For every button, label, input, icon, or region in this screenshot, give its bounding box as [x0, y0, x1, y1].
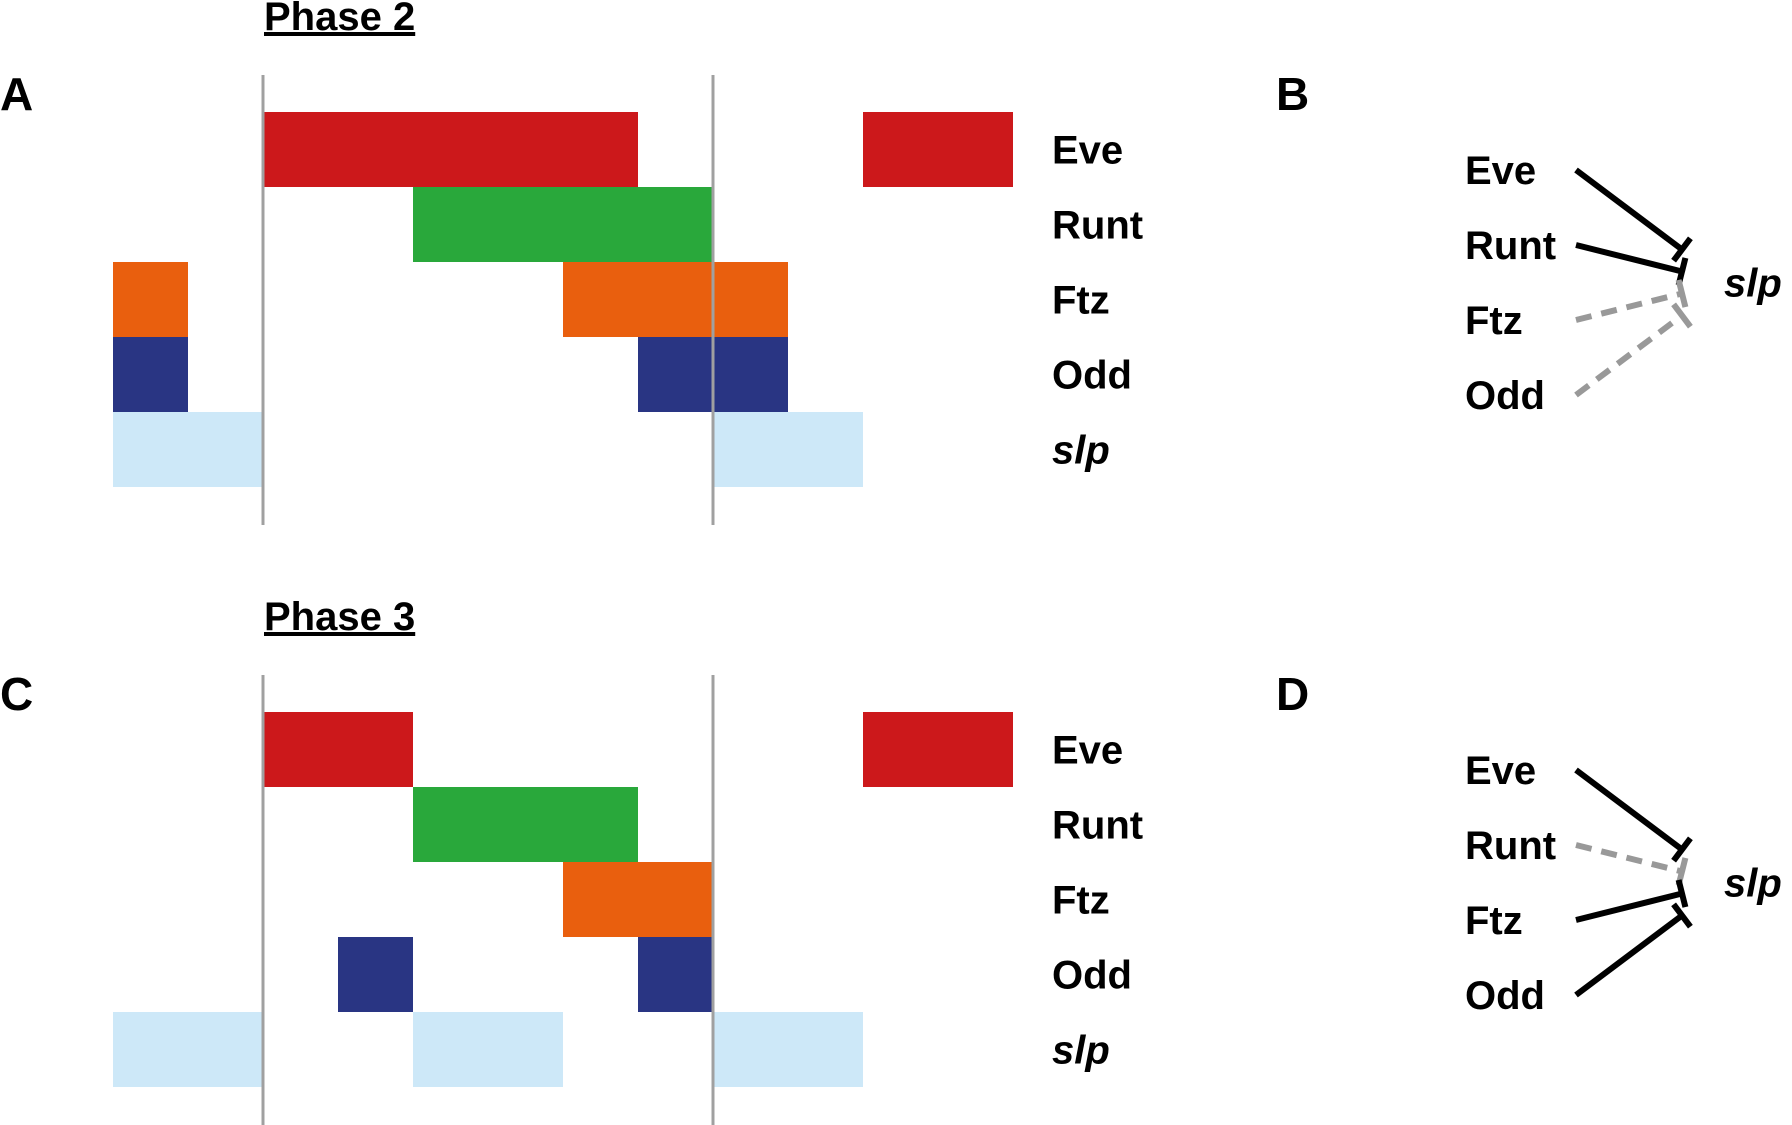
repression-edge-ftz: [1575, 890, 1683, 923]
panel-b-letter: B: [1276, 68, 1309, 120]
row-label-odd: Odd: [1052, 954, 1132, 998]
row-label-slp: slp: [1052, 1029, 1110, 1073]
repression-bar-odd: [1671, 302, 1693, 329]
phase-3-title: Phase 3: [264, 595, 415, 639]
bar-odd-1: [338, 937, 413, 1012]
repression-bar-eve: [1671, 236, 1693, 263]
network-target-label: slp: [1724, 862, 1782, 906]
network-input-label-ftz: Ftz: [1465, 899, 1523, 943]
bar-eve-2: [863, 112, 1013, 187]
bar-eve-2: [863, 712, 1013, 787]
bar-ftz-2: [563, 262, 788, 337]
bar-runt-1: [413, 787, 638, 862]
bar-ftz-1: [563, 862, 713, 937]
repression-edge-eve: [1574, 767, 1684, 852]
phase-2-segment-boundaries: [261, 75, 715, 525]
panel-a-letter: A: [0, 68, 33, 120]
row-label-odd: Odd: [1052, 354, 1132, 398]
row-label-eve: Eve: [1052, 129, 1123, 173]
repression-edge-runt: [1575, 242, 1683, 275]
repression-bar-eve: [1671, 836, 1693, 863]
repression-bar-odd: [1671, 902, 1693, 929]
row-label-ftz: Ftz: [1052, 879, 1110, 923]
repression-edge-eve: [1574, 167, 1684, 252]
network-input-label-runt: Runt: [1465, 224, 1556, 268]
bar-odd-2: [638, 937, 713, 1012]
phase-3-expression-bars: [113, 712, 1013, 1087]
bar-slp-1: [113, 412, 263, 487]
row-label-slp: slp: [1052, 429, 1110, 473]
bar-slp-2: [713, 412, 863, 487]
phase-2-expression-bars: [113, 112, 1013, 487]
repression-edge-ftz: [1575, 290, 1683, 323]
bar-slp-1: [113, 1012, 263, 1087]
repression-bar-ftz: [1675, 279, 1689, 308]
repression-edge-odd: [1574, 313, 1684, 398]
network-input-label-ftz: Ftz: [1465, 299, 1523, 343]
bar-runt-1: [413, 187, 713, 262]
row-label-ftz: Ftz: [1052, 279, 1110, 323]
repression-edge-runt: [1575, 842, 1683, 875]
repression-bar-ftz: [1675, 879, 1689, 908]
bar-odd-1: [113, 337, 188, 412]
row-label-runt: Runt: [1052, 804, 1143, 848]
row-label-runt: Runt: [1052, 204, 1143, 248]
network-input-label-eve: Eve: [1465, 749, 1536, 793]
network-input-label-runt: Runt: [1465, 824, 1556, 868]
repression-edge-odd: [1574, 913, 1684, 998]
bar-eve-1: [263, 112, 638, 187]
bar-eve-1: [263, 712, 413, 787]
bar-slp-2: [413, 1012, 563, 1087]
bar-slp-3: [713, 1012, 863, 1087]
row-label-eve: Eve: [1052, 729, 1123, 773]
network-input-label-odd: Odd: [1465, 974, 1545, 1018]
network-target-label: slp: [1724, 262, 1782, 306]
network-input-label-odd: Odd: [1465, 374, 1545, 418]
phase-3-segment-boundaries: [261, 675, 715, 1125]
panel-c-letter: C: [0, 668, 33, 720]
bar-ftz-1: [113, 262, 188, 337]
network-input-label-eve: Eve: [1465, 149, 1536, 193]
panel-d-letter: D: [1276, 668, 1309, 720]
phase-2-title: Phase 2: [264, 0, 415, 39]
